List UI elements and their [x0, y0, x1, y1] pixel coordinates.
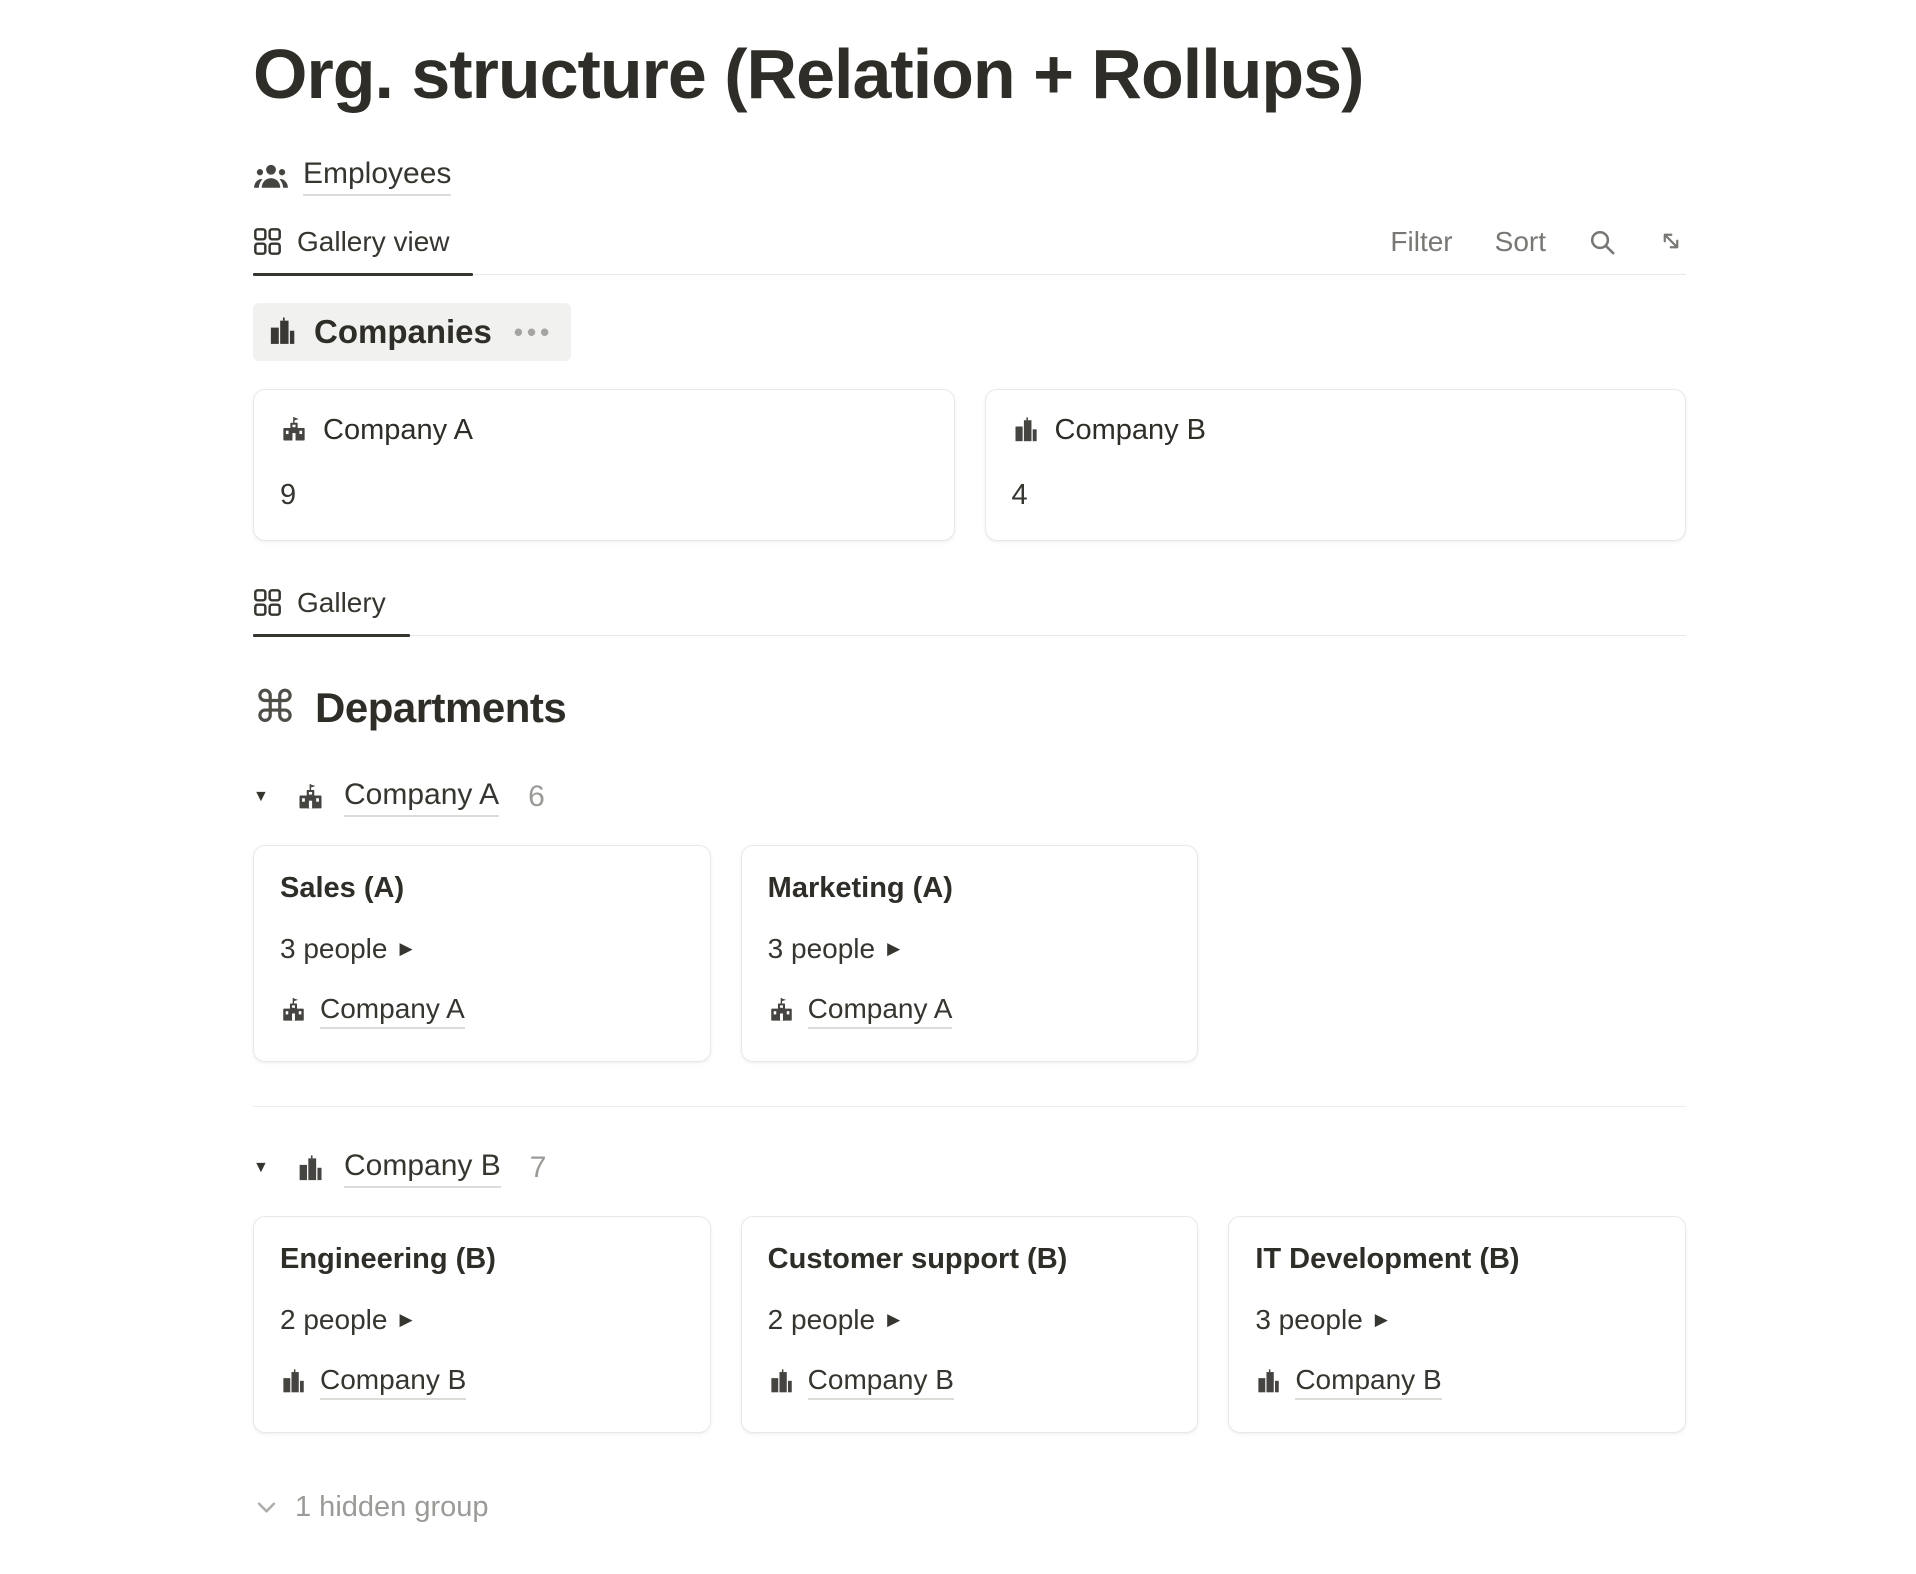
dept-card-title: IT Development (B)	[1255, 1242, 1520, 1275]
company-relation-row: Company A	[768, 993, 1172, 1029]
tab-gallery[interactable]: Gallery	[253, 586, 410, 637]
dept-card-sales-a[interactable]: Sales (A) 3 people ▶	[253, 844, 711, 1062]
company-card-a-head: Company A	[280, 414, 928, 447]
people-icon	[253, 161, 289, 191]
group-header-company-a: ▼ Company A 6	[253, 778, 1686, 817]
page-title: Org. structure (Relation + Rollups)	[253, 35, 1364, 113]
school-icon	[296, 783, 325, 812]
companies-cards-grid: Company A 9 Company B 4	[253, 388, 1686, 541]
companies-group-chip: Companies •••	[253, 302, 572, 361]
company-relation-row: Company B	[1255, 1364, 1659, 1400]
school-icon	[280, 997, 307, 1024]
employees-db-link[interactable]: Employees	[303, 157, 452, 196]
buildings-icon	[1012, 416, 1040, 444]
hidden-group-label: 1 hidden group	[295, 1490, 489, 1523]
company-card-b-rollup: 4	[1011, 478, 1028, 511]
buildings-icon	[267, 316, 298, 347]
company-a-cards-grid: Sales (A) 3 people ▶	[253, 844, 1686, 1062]
people-count: 2 people	[767, 1303, 876, 1335]
dept-card-engineering-b[interactable]: Engineering (B) 2 people ▶ Company B	[253, 1215, 711, 1433]
people-count: 3 people	[767, 932, 876, 964]
dept-card-title: Customer support (B)	[767, 1242, 1068, 1275]
group-count-company-b: 7	[529, 1151, 547, 1184]
school-icon	[768, 997, 795, 1024]
buildings-icon	[768, 1368, 795, 1395]
dept-card-marketing-a[interactable]: Marketing (A) 3 people ▶	[740, 844, 1199, 1062]
dept-card-customer-support-b[interactable]: Customer support (B) 2 people ▶ Company …	[740, 1215, 1199, 1433]
tab-gallery-view[interactable]: Gallery view	[253, 225, 474, 276]
company-card-a-rollup: 9	[280, 478, 297, 511]
company-relation-row: Company B	[280, 1364, 684, 1400]
people-rollup: 2 people ▶	[768, 1304, 1172, 1336]
tab-gallery-view-label: Gallery view	[297, 225, 450, 257]
company-card-a-title: Company A	[323, 413, 473, 446]
buildings-icon	[296, 1154, 325, 1183]
departments-title-row: ⌘ Departments	[253, 684, 1686, 732]
expand-relation-icon[interactable]: ▶	[399, 1309, 413, 1329]
company-card-b-title: Company B	[1054, 413, 1207, 446]
gallery-icon	[253, 227, 282, 256]
companies-group-label: Companies	[314, 312, 492, 350]
company-relation-link[interactable]: Company B	[320, 1364, 467, 1400]
buildings-icon	[1255, 1368, 1282, 1395]
expand-relation-icon[interactable]: ▶	[887, 938, 901, 958]
group-header-company-b: ▼ Company B 7	[253, 1149, 1686, 1188]
people-rollup: 3 people ▶	[280, 933, 684, 965]
group-divider	[253, 1105, 1686, 1107]
expand-relation-icon[interactable]: ▶	[1374, 1309, 1388, 1329]
company-relation-link[interactable]: Company B	[807, 1364, 954, 1400]
dept-card-title: Sales (A)	[280, 871, 405, 904]
page-container: Org. structure (Relation + Rollups) Empl…	[253, 0, 1686, 1524]
people-rollup: 2 people ▶	[280, 1304, 684, 1336]
company-relation-link[interactable]: Company A	[807, 993, 953, 1029]
company-card-b[interactable]: Company B 4	[984, 388, 1686, 541]
employees-db-row: Employees	[253, 157, 1686, 196]
collapse-toggle-icon[interactable]: ▼	[253, 1159, 269, 1176]
company-relation-link[interactable]: Company A	[320, 993, 465, 1029]
sort-button[interactable]: Sort	[1494, 225, 1546, 257]
company-relation-row: Company A	[280, 993, 684, 1029]
people-count: 3 people	[1255, 1303, 1363, 1335]
departments-view-tabbar: Gallery	[253, 586, 1686, 637]
expand-relation-icon[interactable]: ▶	[887, 1309, 901, 1329]
company-card-a[interactable]: Company A 9	[253, 388, 955, 541]
collapse-toggle-icon[interactable]: ▼	[253, 788, 269, 805]
dept-card-title: Marketing (A)	[767, 871, 953, 904]
companies-group: Companies •••	[253, 275, 1686, 541]
expand-relation-icon[interactable]: ▶	[399, 938, 413, 958]
group-link-company-b[interactable]: Company B	[344, 1149, 501, 1188]
people-count: 2 people	[280, 1303, 388, 1335]
group-count-company-a: 6	[528, 780, 545, 813]
tab-gallery-label: Gallery	[297, 586, 386, 618]
people-rollup: 3 people ▶	[768, 933, 1172, 965]
school-icon	[280, 416, 308, 444]
company-b-cards-grid: Engineering (B) 2 people ▶ Company B Cu	[253, 1215, 1686, 1433]
filter-button[interactable]: Filter	[1390, 225, 1453, 257]
command-icon: ⌘	[253, 682, 297, 732]
group-link-company-a[interactable]: Company A	[344, 778, 500, 817]
company-relation-link[interactable]: Company B	[1295, 1364, 1442, 1400]
view-controls: Filter Sort	[1390, 226, 1686, 274]
search-icon[interactable]	[1588, 228, 1616, 256]
company-relation-row: Company B	[768, 1364, 1172, 1400]
chevron-down-icon	[253, 1494, 280, 1521]
companies-view-tabbar: Gallery view Filter Sort	[253, 225, 1686, 276]
buildings-icon	[280, 1368, 307, 1395]
people-count: 3 people	[280, 932, 388, 964]
departments-title: Departments	[315, 683, 567, 731]
expand-icon[interactable]	[1658, 228, 1686, 256]
dept-card-it-development-b[interactable]: IT Development (B) 3 people ▶ Company B	[1228, 1215, 1686, 1433]
gallery-icon	[253, 588, 282, 617]
dept-card-title: Engineering (B)	[280, 1242, 496, 1275]
company-card-b-head: Company B	[1012, 414, 1660, 447]
group-options-icon[interactable]: •••	[513, 316, 554, 347]
people-rollup: 3 people ▶	[1255, 1304, 1659, 1336]
hidden-group-toggle[interactable]: 1 hidden group	[253, 1491, 1686, 1524]
